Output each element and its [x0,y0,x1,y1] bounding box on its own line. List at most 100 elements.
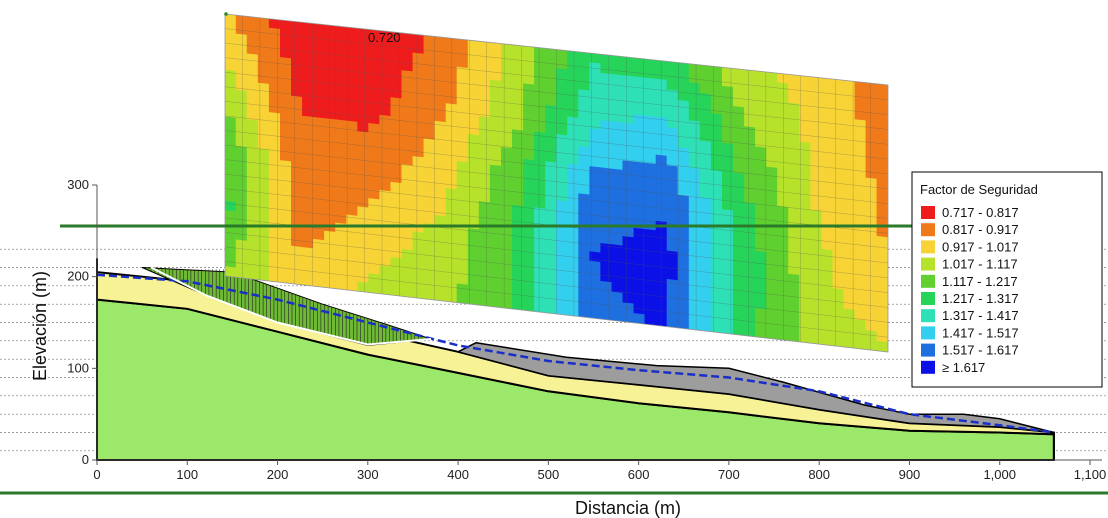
factor-cell [279,235,292,247]
factor-cell [456,160,469,173]
factor-cell [622,226,635,239]
factor-cell [677,270,690,283]
factor-cell [534,84,546,96]
factor-cell [744,278,756,290]
factor-cell [600,129,613,141]
factor-cell [279,169,292,181]
factor-cell [777,262,789,275]
factor-gridline [225,261,888,338]
factor-cell [445,187,458,200]
factor-cell [655,164,668,176]
factor-cell [832,212,845,224]
factor-cell [810,257,823,269]
factor-cell [578,51,591,63]
factor-cell [865,234,878,247]
factor-cell [478,40,491,53]
factor-cell [467,39,480,51]
factor-cell [810,276,823,288]
factor-cell [688,234,701,246]
factor-cell [876,150,888,162]
factor-cell [225,210,237,222]
factor-cell [578,306,591,319]
factor-cell [324,89,336,102]
factor-cell [423,185,436,197]
factor-cell [832,250,845,262]
factor-cell [677,194,690,207]
factor-cell [744,173,756,186]
factor-cell [633,57,646,69]
factor-cell [401,201,414,214]
factor-cell [810,247,823,260]
factor-cell [677,251,690,264]
factor-cell [489,174,502,186]
factor-cell [368,235,381,248]
factor-cell [401,98,414,110]
factor-cell [489,192,502,205]
factor-cell [313,60,325,72]
factor-cell [655,182,668,195]
factor-cell [268,55,281,68]
factor-cell [710,236,723,248]
factor-cell [677,185,690,197]
factor-cell [810,200,823,212]
factor-cell [633,313,646,325]
factor-cell [865,148,878,161]
factor-cell [721,104,734,117]
factor-cell [390,78,403,90]
factor-cell [445,122,458,134]
factor-cell [732,134,745,146]
factor-cell [313,23,325,35]
factor-cell [622,311,635,324]
factor-cell [534,245,546,257]
factor-cell [335,44,347,56]
factor-cell [545,85,557,98]
factor-cell [799,208,811,220]
factor-cell [401,267,414,280]
factor-cell [766,90,778,103]
factor-cell [688,196,701,208]
factor-cell [865,320,878,333]
factor-cell [556,228,568,241]
factor-cell [478,144,491,156]
factor-cell [545,123,557,135]
factor-cell [357,131,369,143]
factor-cell [225,60,237,72]
factor-cell [545,132,557,145]
factor-cell [732,144,745,156]
factor-cell [699,83,712,95]
factor-cell [368,151,381,163]
factor-cell [755,108,767,120]
minimum-factor-label: 0.720 [368,30,401,45]
x-tick-label: 100 [176,467,198,482]
x-tick-label: 1,000 [983,467,1016,482]
factor-cell [523,130,535,142]
factor-cell [489,211,502,224]
factor-cell [622,56,635,68]
factor-cell [876,140,888,153]
factor-cell [865,82,878,94]
factor-cell [545,170,557,183]
factor-cell [666,316,679,329]
factor-cell [721,66,734,79]
factor-cell [302,125,314,137]
factor-cell [545,302,557,315]
factor-cell [766,242,778,255]
factor-cell [357,149,369,162]
factor-cell [567,229,579,242]
factor-cell [313,173,325,185]
factor-cell [688,215,701,227]
factor-cell [401,286,414,298]
factor-cell [821,229,834,242]
factor-cell [235,202,248,214]
factor-cell [600,176,613,189]
factor-cell [545,199,557,211]
factor-cell [832,135,845,148]
factor-cell [876,178,888,191]
factor-cell [412,118,425,130]
factor-cell [445,159,458,172]
factor-cell [412,156,425,168]
factor-cell [335,231,347,244]
factor-cell [523,92,535,105]
factor-cell [534,46,546,59]
factor-cell [633,123,646,136]
